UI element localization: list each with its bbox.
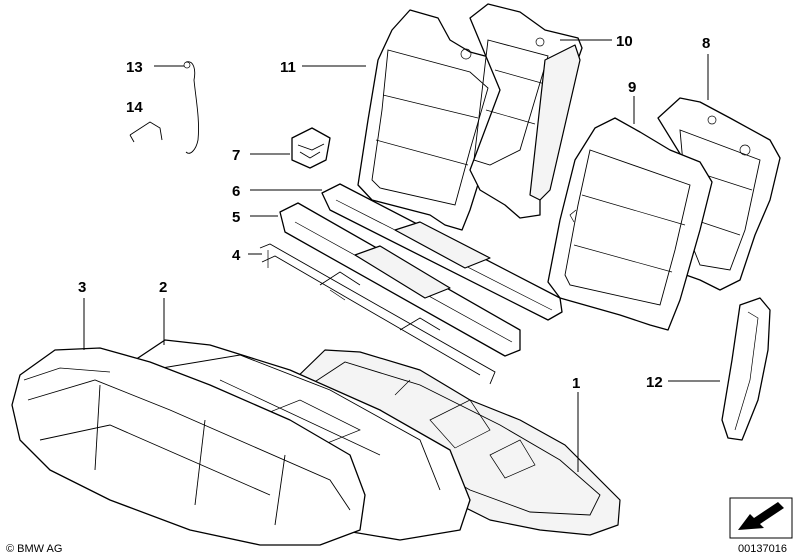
- part-7-clip[interactable]: [291, 127, 331, 169]
- part-10-backrest-frame[interactable]: [469, 3, 583, 219]
- callout-4: 4: [232, 247, 241, 264]
- callout-labels: 1 2 3 4 5 6 7 8 9 10 11 12 13 14: [78, 33, 710, 392]
- callout-10: 10: [616, 33, 633, 50]
- diagram-code: 00137016: [738, 543, 787, 555]
- part-6-upper-bar[interactable]: [321, 183, 563, 321]
- callout-7: 7: [232, 147, 240, 164]
- part-13-spring-wire[interactable]: [183, 61, 199, 154]
- callout-2: 2: [159, 279, 167, 296]
- part-3-seat-cover[interactable]: [11, 347, 366, 546]
- part-14-bracket[interactable]: [129, 121, 163, 143]
- callout-1: 1: [572, 375, 580, 392]
- callout-3: 3: [78, 279, 86, 296]
- direction-arrow-shape: [738, 502, 784, 530]
- callout-5: 5: [232, 209, 240, 226]
- callout-6: 6: [232, 183, 240, 200]
- copyright-text: © BMW AG: [6, 543, 62, 555]
- footer: © BMW AG 00137016: [6, 497, 793, 555]
- callout-12: 12: [646, 374, 663, 391]
- part-12-side-bolster[interactable]: [721, 297, 771, 441]
- callout-11: 11: [280, 59, 296, 76]
- callout-14: 14: [126, 99, 143, 116]
- leader-lines: [83, 39, 720, 472]
- callout-8: 8: [702, 35, 710, 52]
- callout-9: 9: [628, 79, 636, 96]
- part-9-small-backrest-cover[interactable]: [547, 117, 713, 331]
- part-5-middle-bar[interactable]: [279, 202, 521, 357]
- part-4-wire-frame[interactable]: [259, 243, 496, 385]
- callout-13: 13: [126, 59, 143, 76]
